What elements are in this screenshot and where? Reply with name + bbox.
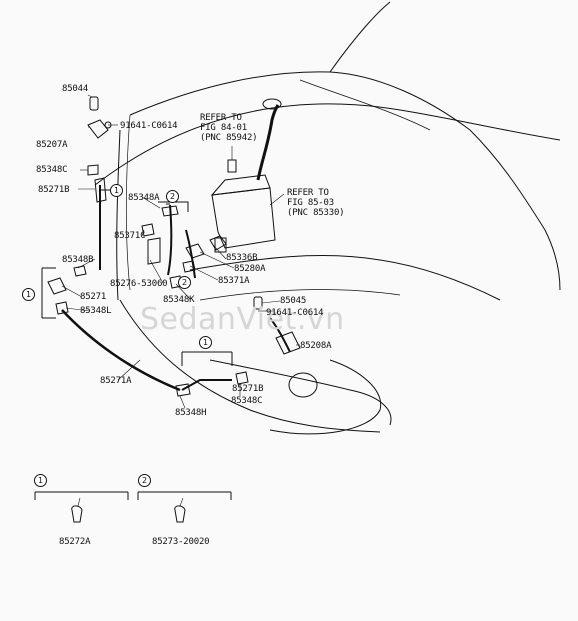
label-85208A: 85208A [300, 341, 332, 351]
inner-panel-2 [125, 114, 131, 291]
label-85336B: 85336B [226, 253, 258, 263]
refer-note-2-line2: FIG 85-03 [287, 198, 334, 208]
refer-note-1-line2: FIG 84-01 [200, 123, 247, 133]
label-85348A: 85348A [128, 193, 160, 203]
label-85348C-low: 85348C [231, 396, 263, 406]
tank-top [210, 174, 271, 196]
body-line-right [299, 79, 431, 131]
part-85271B [94, 177, 107, 203]
hood-upper-curve [129, 71, 471, 131]
part-85336B [209, 235, 227, 251]
part-85348L [55, 301, 69, 315]
legend-bracket-2 [137, 491, 232, 500]
label-85272A: 85272A [59, 537, 91, 547]
label-85371C: 85371C [114, 231, 146, 241]
hose-low [181, 379, 232, 391]
washer-tank [211, 187, 276, 249]
refer-note-1-line3: (PNC 85942) [200, 133, 258, 143]
callout-1-upper: 1 [110, 184, 123, 197]
fender-inner [469, 129, 561, 291]
label-85271B-low: 85271B [232, 384, 264, 394]
support-inner [199, 289, 401, 301]
label-85271B: 85271B [38, 185, 70, 195]
label-85276-53060: 85276-53060 [110, 279, 168, 289]
label-85207A: 85207A [36, 140, 68, 150]
inner-panel [116, 129, 121, 301]
label-85280A: 85280A [234, 264, 266, 274]
part-85276 [147, 237, 161, 265]
part-85044 [89, 96, 99, 111]
label-85348K: 85348K [163, 295, 195, 305]
label-85348H: 85348H [175, 408, 207, 418]
legend-bracket-1 [34, 491, 129, 500]
radiator-support [189, 255, 501, 301]
label-85044: 85044 [62, 84, 89, 94]
part-85348C-low [235, 371, 249, 385]
level-sensor [227, 159, 237, 173]
callout-2-legend: 2 [138, 474, 151, 487]
callout-2-mid: 2 [178, 276, 191, 289]
headlamp-area [269, 359, 382, 435]
part-85280A [185, 243, 205, 259]
callout-1-left: 1 [22, 288, 35, 301]
callout-1-legend: 1 [34, 474, 47, 487]
label-85271A: 85271A [100, 376, 132, 386]
label-85371A: 85371A [218, 276, 250, 286]
part-85371A [182, 260, 196, 273]
label-91641-top: 91641-C0614 [120, 121, 178, 131]
label-85045: 85045 [280, 296, 307, 306]
label-85348B: 85348B [62, 255, 94, 265]
part-85208A [275, 331, 301, 355]
fog-lamp [288, 372, 318, 398]
part-85348A [161, 205, 179, 217]
filler-cap [262, 98, 282, 110]
hose-85271A [61, 309, 181, 392]
body-lower [119, 299, 381, 433]
bracket-85348A-group [158, 201, 189, 212]
bracket-callout-1-mid [181, 351, 233, 366]
label-85348L: 85348L [80, 306, 112, 316]
part-85271 [47, 277, 67, 295]
part-85207A [87, 119, 109, 139]
refer-note-2-line1: REFER TO [287, 188, 329, 198]
watermark: SedanViet.vn [140, 302, 345, 337]
hood-outline [94, 103, 561, 186]
clip-85272A [71, 505, 83, 523]
part-85348B [73, 265, 87, 277]
filler-neck [256, 104, 280, 181]
label-85273-20020: 85273-20020 [152, 537, 210, 547]
part-85348C-top [87, 164, 99, 176]
callout-2-upper: 2 [166, 190, 179, 203]
hose-right-nozzle [269, 317, 291, 353]
refer-note-1-line1: REFER TO [200, 113, 242, 123]
bumper-outline [209, 359, 392, 426]
part-85348H [175, 383, 191, 397]
fender-curve [329, 1, 391, 73]
hose-right [185, 229, 196, 279]
refer-note-2-line3: (PNC 85330) [287, 208, 345, 218]
label-85271: 85271 [80, 292, 107, 302]
callout-1-mid: 1 [199, 336, 212, 349]
hose-center [167, 204, 173, 276]
label-91641-right: 91641-C0614 [266, 308, 324, 318]
leader-lines [61, 94, 300, 409]
clip-85273 [174, 505, 186, 523]
bracket-85271-group [41, 267, 56, 319]
label-85348C-top: 85348C [36, 165, 68, 175]
